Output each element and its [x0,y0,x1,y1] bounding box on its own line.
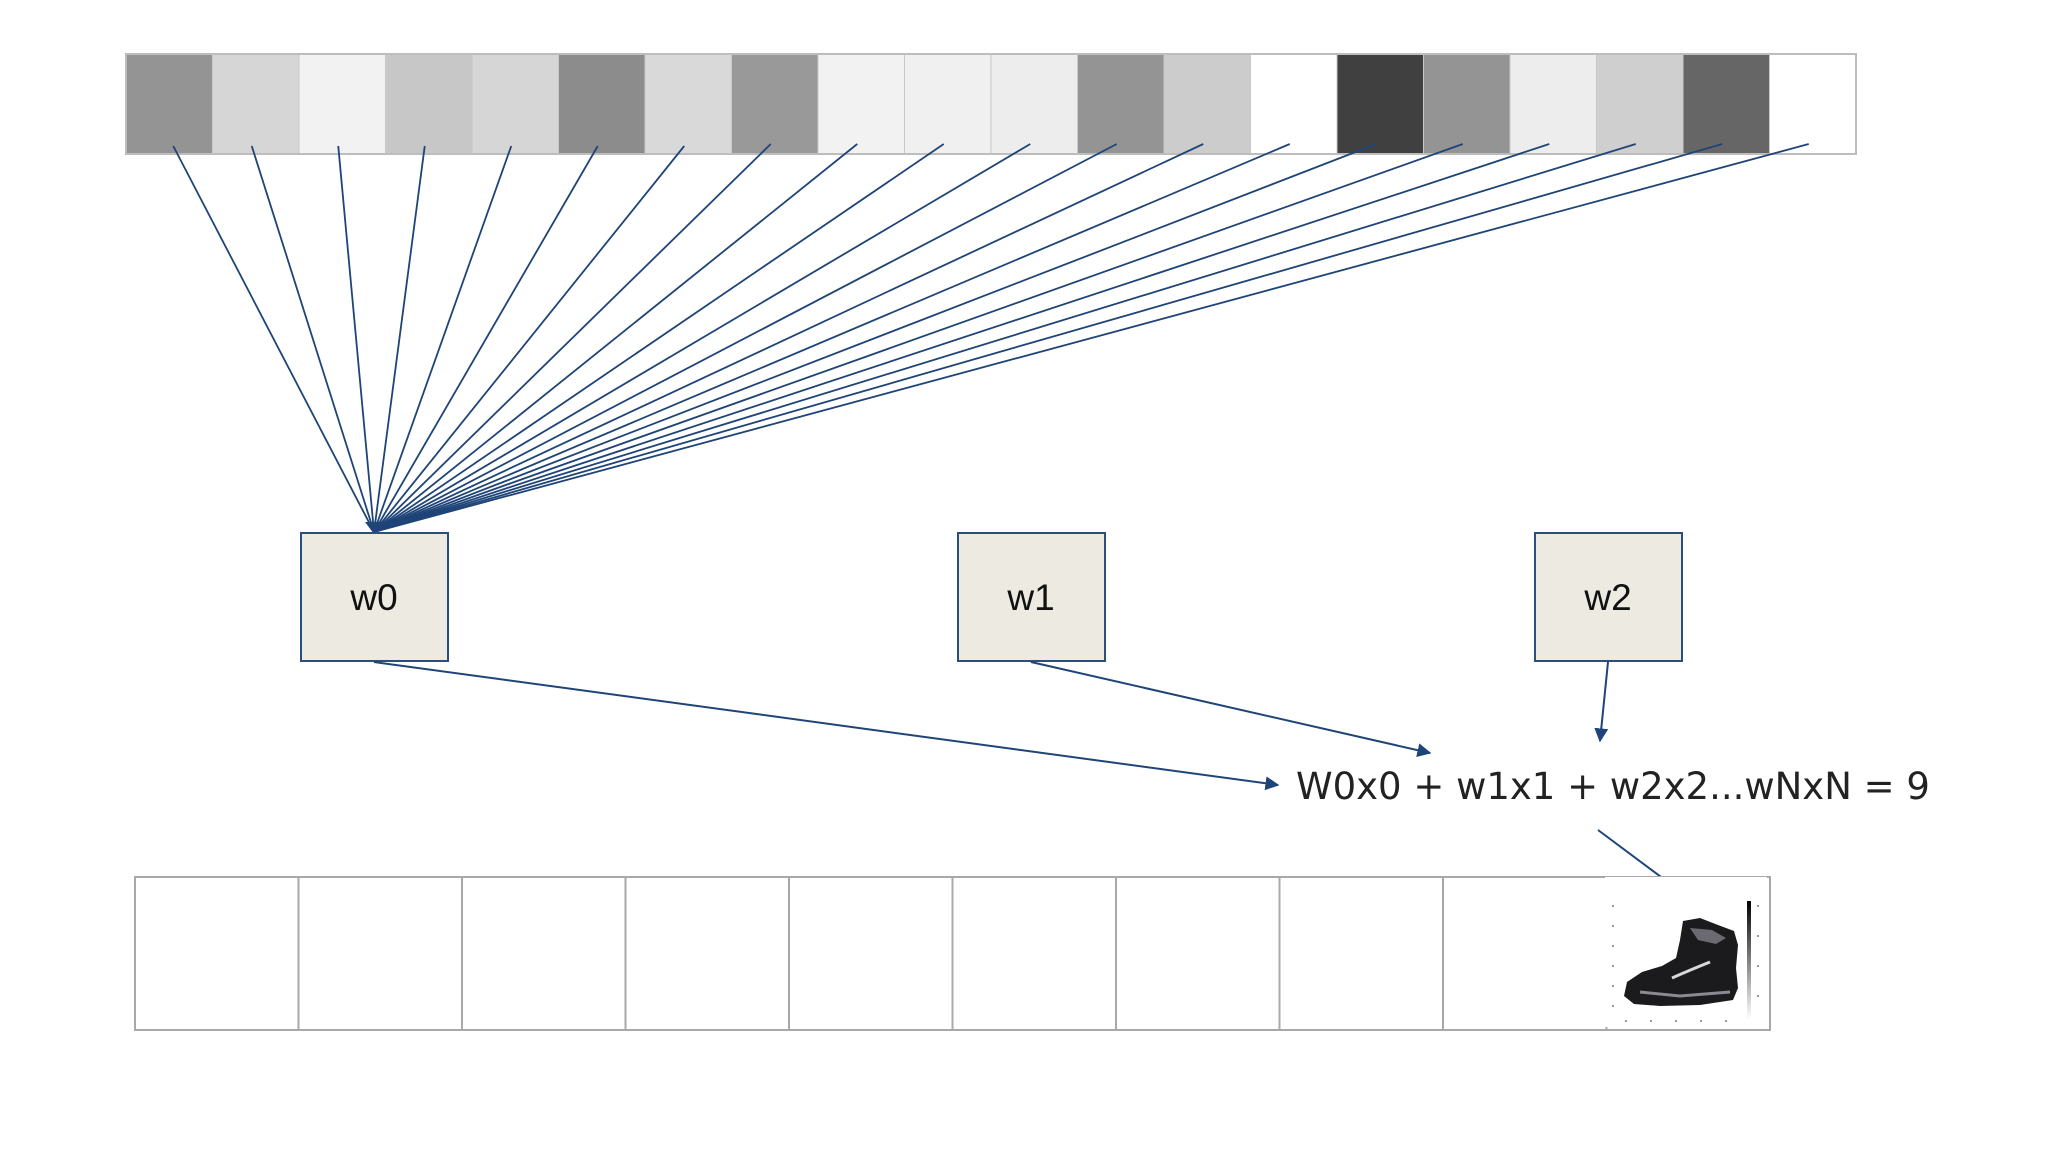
input-pixel-cell [558,53,646,155]
input-pixel-cell [731,53,819,155]
input-pixel-cell [990,53,1078,155]
input-connection-line [373,143,772,533]
weight-w0: w0 [300,532,449,662]
weight-box-w2 [1534,532,1683,662]
input-connection-line [373,143,1377,533]
input-connection-line [373,143,1809,533]
input-connection-line [373,143,945,533]
arrow-w1-to-formula [1030,661,1432,758]
input-connection-line [373,143,1118,533]
boot-highlight [1690,928,1726,944]
output-cell [1115,876,1281,1031]
output-cell [788,876,954,1031]
arrow-w2-to-formula [1594,661,1609,743]
output-cell [461,876,627,1031]
input-connection-line [373,145,513,533]
output-vector [134,876,1771,1031]
output-cell [951,876,1117,1031]
input-connection-line [373,143,1637,533]
input-connection-line [373,143,1723,533]
ankle-boot-thumbnail [1605,877,1767,1027]
boot-sole-line [1639,990,1731,998]
boot-stripe [1671,960,1711,980]
input-pixel-cell [1509,53,1597,155]
input-pixel-vector [125,53,1857,155]
input-connection-line [373,145,685,533]
input-pixel-cell [1077,53,1165,155]
input-pixel-cell [298,53,386,155]
input-pixel-cell [1769,53,1857,155]
input-connection-line [373,143,1464,533]
input-connection-line [250,145,375,533]
input-pixel-cell [817,53,905,155]
thumbnail-axis-ticks [1612,905,1759,1022]
input-connection-line [172,145,375,533]
input-connection-line [373,143,1031,533]
input-connection-line [373,143,1550,533]
input-pixel-cell [1336,53,1424,155]
input-pixel-cell [212,53,300,155]
input-pixel-cell [1596,53,1684,155]
weight-w2: w2 [1534,532,1683,662]
output-cell [624,876,790,1031]
convergence-arrowhead [365,522,383,534]
weight-box-w1 [957,532,1106,662]
input-connections [172,143,1809,534]
input-pixel-cell [1423,53,1511,155]
output-cell [1442,876,1608,1031]
input-pixel-cell [385,53,473,155]
colorbar [1747,901,1751,1019]
input-pixel-cell [904,53,992,155]
weight-label-w0: w0 [349,577,397,618]
weighted-sum-formula: W0x0 + w1x1 + w2x2...wNxN = 9 [1296,765,1930,808]
input-pixel-cell [644,53,732,155]
input-pixel-cell [125,53,213,155]
arrow-w0-to-formula [373,661,1280,791]
input-connection-line [373,145,599,533]
weight-label-w2: w2 [1583,577,1631,618]
input-connection-line [373,143,858,533]
input-pixel-cell [1250,53,1338,155]
weight-label-w1: w1 [1006,577,1054,618]
output-cell [134,876,300,1031]
input-pixel-cell [1682,53,1770,155]
input-connection-line [373,143,1204,533]
input-pixel-cell [471,53,559,155]
input-vector-border [125,53,1857,155]
input-connection-line [337,145,375,533]
input-connection-line [373,145,426,533]
input-connection-line [373,143,1291,533]
weight-box-w0 [300,532,449,662]
output-cell [297,876,463,1031]
output-cell [1278,876,1444,1031]
weight-w1: w1 [957,532,1106,662]
input-pixel-cell [1163,53,1251,155]
